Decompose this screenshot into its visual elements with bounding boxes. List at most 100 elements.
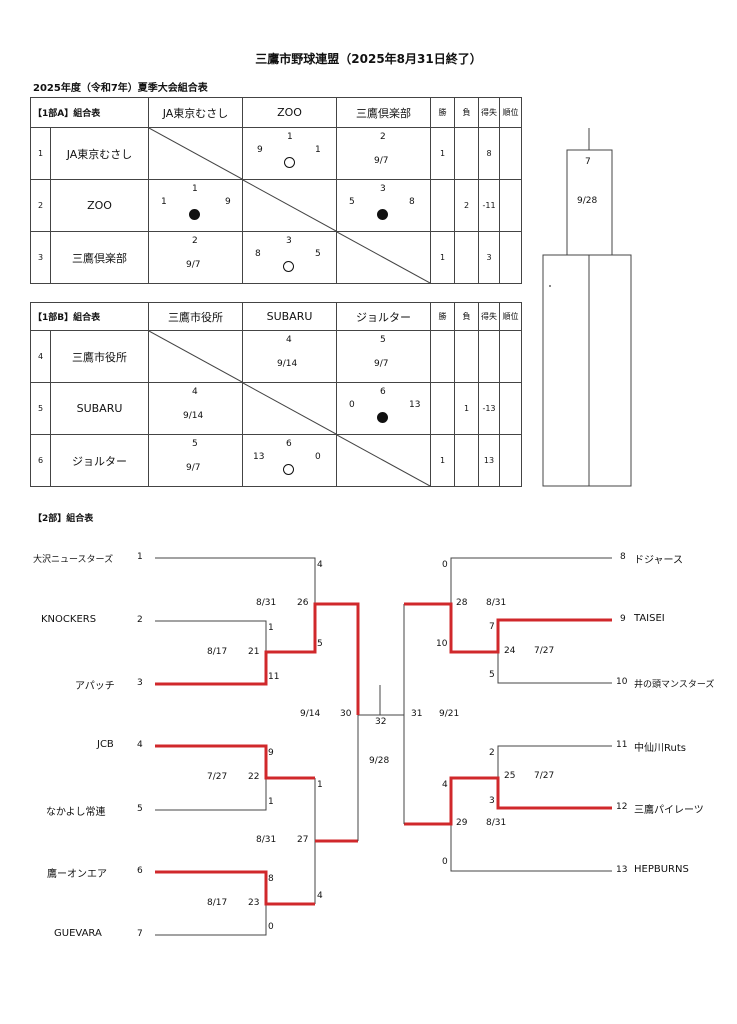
game-date: 9/14: [183, 411, 204, 421]
score: 1: [268, 797, 274, 807]
game-date: 8/31: [486, 818, 507, 828]
team-name: アパッチ: [75, 681, 115, 692]
score: 8: [268, 874, 274, 884]
game-number: 22: [248, 772, 260, 782]
game-date: 9/21: [439, 709, 460, 719]
team-number: 9: [620, 614, 626, 624]
match-cell: 3 5 8: [336, 179, 432, 232]
team-number: 5: [137, 804, 143, 814]
match-cell: 6 13 0: [242, 434, 337, 487]
group-a-header-1: JA東京むさし: [148, 97, 244, 128]
game-number: 2: [192, 236, 198, 246]
rank: [499, 231, 523, 284]
match-cell: 3 8 5: [242, 231, 338, 284]
team-name: HEPBURNS: [634, 864, 689, 875]
page-title: 三鷹市野球連盟（2025年8月31日終了）: [255, 52, 482, 66]
team-number: 4: [137, 740, 143, 750]
score-left: 0: [349, 400, 355, 410]
score: 10: [436, 639, 448, 649]
score: 0: [268, 922, 274, 932]
game-date: 8/31: [256, 598, 277, 608]
team-name: KNOCKERS: [41, 614, 97, 625]
team-name: 中仙川Ruts: [634, 743, 686, 754]
score-left: 8: [255, 249, 261, 259]
team-number: 11: [616, 740, 628, 750]
score-right: 0: [315, 452, 321, 462]
loss-mark-icon: [377, 412, 388, 426]
game-number: 4: [192, 387, 198, 397]
team-name: ZOO: [49, 179, 150, 232]
team-name: SUBARU: [50, 382, 149, 435]
match-cell: 5 9/7: [336, 330, 431, 383]
game-number: 4: [286, 335, 292, 345]
team-number: 3: [137, 678, 143, 688]
match-cell: 1 1 9: [148, 179, 244, 232]
team-number: 10: [616, 677, 628, 687]
team-name: GUEVARA: [54, 928, 102, 939]
team-name: ドジャース: [634, 555, 683, 566]
diagonal-cell: [148, 330, 243, 383]
score-right: 13: [409, 400, 421, 410]
game-number: 30: [340, 709, 352, 719]
game-date: 9/14: [300, 709, 321, 719]
team-name: 大沢ニュースターズ: [33, 555, 114, 565]
score: 9: [268, 748, 274, 758]
score-right: 1: [315, 145, 321, 155]
group-a-table: 【1部A】組合表 JA東京むさし ZOO 三鷹倶楽部 勝 負 得失 順位 1 J…: [29, 97, 523, 284]
team-name: 三鷹パイレーツ: [634, 805, 704, 816]
team-number: 1: [137, 552, 143, 562]
game-number: 6: [286, 439, 292, 449]
team-number: 6: [137, 866, 143, 876]
loss-mark-icon: [377, 209, 389, 223]
game-date: 8/17: [207, 647, 228, 657]
loss-count: [454, 434, 479, 487]
final-game-date: 9/28: [577, 196, 598, 206]
score: 11: [268, 672, 280, 682]
group-a-label: 【1部A】組合表: [29, 97, 150, 128]
score-left: 9: [257, 145, 263, 155]
game-number: 26: [297, 598, 309, 608]
diagonal-cell: [242, 179, 338, 232]
team-name: ジョルター: [50, 434, 149, 487]
score: 4: [317, 560, 323, 570]
win-mark-icon: [283, 261, 295, 275]
game-number: 1: [287, 132, 293, 142]
game-number: 29: [456, 818, 468, 828]
game-number: 3: [380, 184, 386, 194]
game-number: 21: [248, 647, 260, 657]
game-number: 28: [456, 598, 468, 608]
team-name: TAISEI: [634, 613, 665, 624]
score: 3: [489, 796, 495, 806]
score-right: 8: [409, 197, 415, 207]
score: 1: [317, 780, 323, 790]
bracket-label: 【2部】組合表: [33, 514, 94, 524]
game-number: 31: [411, 709, 423, 719]
game-number: 23: [248, 898, 260, 908]
rank: [499, 434, 522, 487]
game-number: 5: [192, 439, 198, 449]
score: 4: [442, 780, 448, 790]
game-date: 9/28: [369, 756, 390, 766]
row-number: 3: [30, 231, 51, 284]
score: 0: [442, 857, 448, 867]
diagonal-cell: [242, 382, 337, 435]
score: 0: [442, 560, 448, 570]
win-mark-icon: [284, 157, 296, 171]
game-number: 24: [504, 646, 516, 656]
team-number: 7: [137, 929, 143, 939]
match-cell: 4 9/14: [148, 382, 243, 435]
game-number: 6: [380, 387, 386, 397]
game-date: 9/14: [277, 359, 298, 369]
game-number: 3: [286, 236, 292, 246]
score: 5: [489, 670, 495, 680]
game-date: 9/7: [374, 359, 389, 369]
team-name: JCB: [97, 739, 114, 750]
score-left: 13: [253, 452, 265, 462]
match-cell: 5 9/7: [148, 434, 243, 487]
team-number: 8: [620, 552, 626, 562]
col-win: 勝: [430, 97, 456, 128]
game-date: 7/27: [207, 772, 228, 782]
game-date: 7/27: [534, 771, 555, 781]
group-b-table: 【1部B】組合表 三鷹市役所 SUBARU ジョルター 勝 負 得失 順位 4 …: [30, 302, 522, 487]
